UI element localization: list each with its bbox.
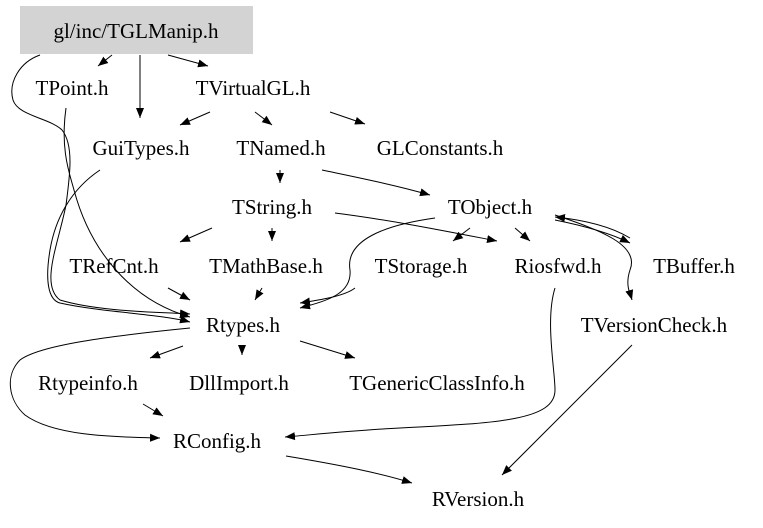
node-root[interactable]: gl/inc/TGLManip.h: [20, 6, 253, 54]
node-dllimport[interactable]: DllImport.h: [189, 371, 289, 395]
node-trefcnt[interactable]: TRefCnt.h: [69, 254, 159, 278]
node-tstring[interactable]: TString.h: [232, 195, 312, 219]
nodes: gl/inc/TGLManip.h TPoint.h TVirtualGL.h …: [20, 6, 735, 511]
node-rversion[interactable]: RVersion.h: [432, 487, 525, 511]
node-tvirtualgl-label: TVirtualGL.h: [196, 76, 311, 100]
edge-tstorage-rtypes: [299, 287, 356, 306]
node-dllimport-label: DllImport.h: [189, 371, 289, 395]
edge-tobject-rtypes: [299, 217, 436, 310]
node-tobject-label: TObject.h: [448, 195, 533, 219]
edge-tbuffer-tobject: [554, 214, 631, 239]
node-tversioncheck[interactable]: TVersionCheck.h: [581, 313, 728, 337]
node-tstorage-label: TStorage.h: [375, 254, 468, 278]
edge-guitypes-rtypes: [47, 169, 191, 324]
node-tstring-label: TString.h: [232, 195, 312, 219]
node-tnamed-label: TNamed.h: [236, 136, 326, 160]
node-tgenericclassinfo-label: TGenericClassInfo.h: [349, 371, 525, 395]
edge-tmathbase-rtypes: [254, 287, 264, 301]
node-tbuffer-label: TBuffer.h: [653, 254, 735, 278]
node-tgenericclassinfo[interactable]: TGenericClassInfo.h: [349, 371, 525, 395]
edge-tvirtualgl-tnamed: [254, 111, 273, 126]
node-tmathbase-label: TMathBase.h: [209, 254, 323, 278]
node-rtypes-label: Rtypes.h: [206, 313, 281, 337]
node-glconstants[interactable]: GLConstants.h: [377, 136, 504, 160]
edge-tvirtualgl-glconstants: [329, 111, 366, 125]
node-guitypes-label: GuiTypes.h: [92, 136, 190, 160]
node-tbuffer[interactable]: TBuffer.h: [653, 254, 735, 278]
edge-trefcnt-rtypes: [167, 287, 191, 301]
node-rtypeinfo[interactable]: Rtypeinfo.h: [38, 371, 138, 395]
edge-rtypes-rtypeinfo: [149, 345, 184, 359]
node-root-label: gl/inc/TGLManip.h: [53, 19, 219, 43]
edge-tversioncheck-rversion: [501, 344, 633, 476]
node-tversioncheck-label: TVersionCheck.h: [581, 313, 728, 337]
edge-root-tvirtualgl: [167, 54, 209, 68]
node-rtypeinfo-label: Rtypeinfo.h: [38, 371, 138, 395]
edge-tstring-trefcnt: [179, 227, 213, 243]
node-tobject[interactable]: TObject.h: [448, 195, 533, 219]
edges: [9, 54, 634, 484]
edge-tvirtualgl-guitypes: [179, 111, 211, 126]
node-tmathbase[interactable]: TMathBase.h: [209, 254, 323, 278]
node-rconfig[interactable]: RConfig.h: [173, 429, 262, 453]
node-guitypes[interactable]: GuiTypes.h: [92, 136, 190, 160]
edge-tobject-tversioncheck: [554, 214, 634, 301]
node-tnamed[interactable]: TNamed.h: [236, 136, 326, 160]
node-rversion-label: RVersion.h: [432, 487, 525, 511]
node-tpoint-label: TPoint.h: [36, 76, 109, 100]
edge-root-rtypes: [11, 54, 191, 318]
node-riosfwd-label: Riosfwd.h: [515, 254, 602, 278]
edge-rtypeinfo-rconfig: [142, 403, 164, 417]
edge-tobject-riosfwd: [514, 227, 531, 242]
node-riosfwd[interactable]: Riosfwd.h: [515, 254, 602, 278]
node-rtypes[interactable]: Rtypes.h: [206, 313, 281, 337]
node-glconstants-label: GLConstants.h: [377, 136, 504, 160]
node-root-box: [20, 6, 253, 54]
edge-riosfwd-rconfig: [284, 287, 556, 441]
edge-rtypes-tgenericclassinfo: [299, 340, 356, 359]
edge-rconfig-rversion: [285, 455, 413, 484]
edge-tobject-tstorage: [452, 227, 471, 242]
edge-tnamed-tobject: [321, 169, 431, 197]
edge-tstring-riosfwd: [334, 212, 498, 244]
node-tpoint[interactable]: TPoint.h: [36, 76, 109, 100]
node-rconfig-label: RConfig.h: [173, 429, 262, 453]
edge-root-tpoint: [97, 54, 113, 67]
edge-rtypes-rconfig: [9, 327, 191, 442]
node-tstorage[interactable]: TStorage.h: [375, 254, 468, 278]
node-tvirtualgl[interactable]: TVirtualGL.h: [196, 76, 311, 100]
node-trefcnt-label: TRefCnt.h: [69, 254, 159, 278]
edge-tpoint-rtypes: [63, 107, 191, 319]
